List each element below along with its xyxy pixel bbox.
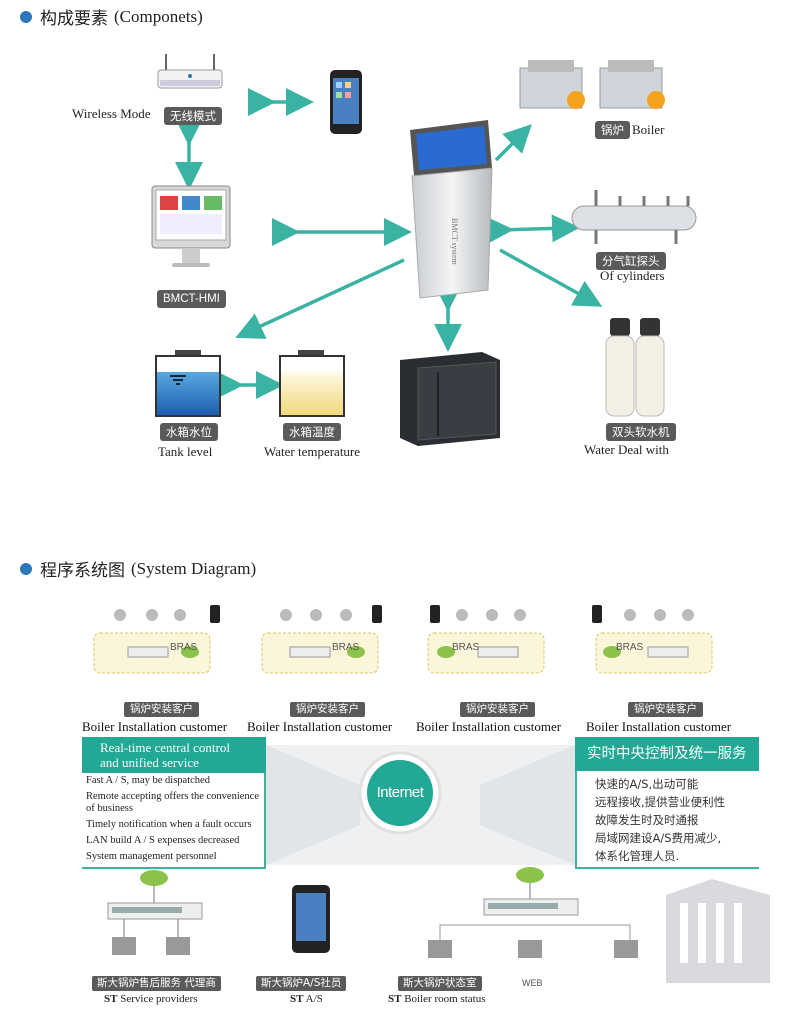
service-providers-label-zh: 斯大锅炉售后服务 代理商 [92,976,221,991]
left-panel-title: Real-time central control and unified se… [82,737,266,773]
customer-cluster-1 [93,605,220,674]
internet-label: Internet [376,784,424,801]
customer-label-en-4: Boiler Installation customer [586,719,732,734]
list-item: 局域网建设A/S费用减少, [595,831,722,845]
list-item: System management personnel [86,851,217,862]
cylinder-manifold-icon [571,190,697,244]
bullet-icon [20,10,32,23]
list-item: Timely notification when a fault occurs [86,819,252,830]
section-title-zh: 构成要素 [40,9,108,29]
wireless-label-en: Wireless Mode [72,106,151,121]
building-icon [666,879,770,983]
section-title-en: (System Diagram) [131,558,257,578]
customer-cluster-2 [261,605,382,674]
as-staff-label-zh: 斯大锅炉A/S社员 [256,976,347,991]
web-label: WEB [522,978,543,988]
left-panel-list: Fast A / S, may be dispatched Remote acc… [86,775,262,867]
list-item: 远程接收,提供营业便利性 [595,795,726,809]
boiler-room-network [428,867,638,958]
smartphone-icon [330,70,362,134]
list-item: 快速的A/S,出动可能 [595,777,699,791]
section-title-en: (Componets) [114,6,203,26]
customer-label-zh-2: 锅炉安装客户 [290,702,365,717]
customer-label-en-1: Boiler Installation customer [82,719,228,734]
left-panel-title-line2: and unified service [100,755,199,770]
brand-abbrev: ST [388,993,402,1005]
boiler-icon [519,60,665,109]
boiler-label-zh: 锅炉 [595,121,630,139]
boiler-label-en: Boiler [632,122,665,137]
right-panel-list: 快速的A/S,出动可能 远程接收,提供营业便利性 故障发生时及时通报 局域网建设… [595,777,725,867]
customer-label-zh-4: 锅炉安装客户 [628,702,703,717]
bras-label-1: BRAS [170,642,198,653]
boiler-room-label-zh: 斯大锅炉状态室 [398,976,482,991]
connection-arrows [175,88,603,399]
customer-label-en-2: Boiler Installation customer [247,719,393,734]
brand-abbrev: ST [104,993,118,1005]
hmi-monitor-icon [151,185,231,267]
water-deal-label-en: Water Deal with [584,442,669,457]
section-title-zh: 程序系统图 [40,561,125,581]
water-softener-icon [605,318,665,417]
cylinders-label-zh: 分气缸探头 [596,252,666,270]
wireless-router-icon [157,54,223,89]
bullet-icon [20,562,32,575]
bras-label-2: BRAS [332,642,360,653]
tank-level-label-zh: 水箱水位 [160,423,218,441]
boiler-room-label-en: ST Boiler room status [388,993,486,1005]
tank-level-label-en: Tank level [158,444,213,459]
left-panel-title-line1: Real-time central control [100,740,230,755]
list-item: LAN build A / S expenses decreased [86,835,240,846]
customer-label-zh-1: 锅炉安装客户 [124,702,199,717]
bmct-kiosk-icon: BMCT system [410,120,493,299]
hmi-label: BMCT-HMI [157,290,226,308]
water-temp-label-zh: 水箱温度 [283,423,341,441]
brand-abbrev: ST [290,993,304,1005]
customer-cluster-4 [592,605,713,674]
water-temp-label-en: Water temperature [264,444,361,459]
customer-label-zh-3: 锅炉安装客户 [460,702,535,717]
list-item: Remote accepting offers the convenience … [86,791,259,814]
section-system-diagram-title: 程序系统图 (System Diagram) [20,556,256,581]
wireless-label-zh: 无线模式 [164,107,222,125]
cylinders-label-en: Of cylinders [600,268,665,283]
list-item: 体系化管理人员. [595,849,680,863]
internet-globe-icon [358,751,442,835]
bras-label-3: BRAS [452,642,480,653]
customer-label-en-3: Boiler Installation customer [416,719,562,734]
customer-cluster-3 [427,605,545,674]
bras-label-4: BRAS [616,642,644,653]
right-panel-title: 实时中央控制及统一服务 [575,737,759,771]
water-deal-label-zh: 双头软水机 [606,423,676,441]
section-components-title: 构成要素 (Componets) [20,4,203,29]
system-diagram [93,605,770,983]
as-phone-icon [292,885,330,953]
list-item: 故障发生时及时通报 [595,813,699,827]
service-network [107,870,203,955]
server-cabinet-icon [400,352,500,446]
tank-level-icon [155,350,221,417]
kiosk-label: BMCT system [450,218,459,266]
as-staff-label-en: ST A/S [290,993,323,1005]
service-providers-label-en: ST Service providers [104,993,198,1005]
list-item: Fast A / S, may be dispatched [86,775,210,786]
components-diagram: BMCT system [151,54,697,446]
water-temperature-icon [279,350,345,417]
